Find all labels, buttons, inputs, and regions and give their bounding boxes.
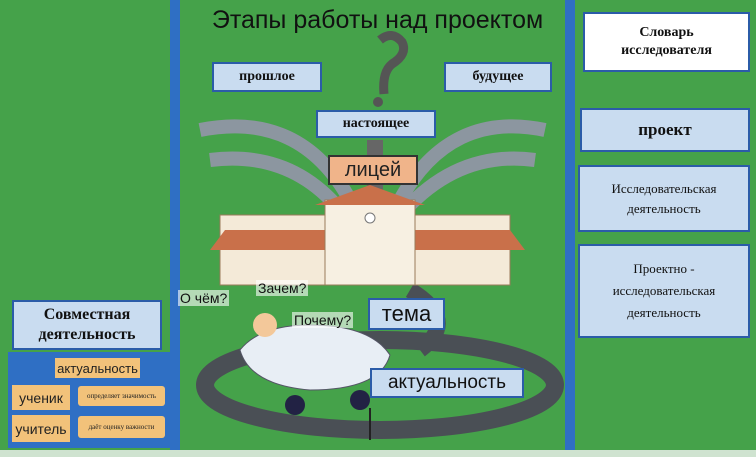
left-relevance: актуальность (55, 358, 140, 378)
dictionary-heading: Словарь исследователя (583, 12, 750, 72)
label-lyceum: лицей (328, 155, 418, 185)
label-topic: тема (368, 298, 445, 330)
label-present: настоящее (316, 110, 436, 138)
question-why: Зачем? (256, 280, 309, 296)
teacher-label: учитель (12, 415, 70, 442)
joint-activity-heading: Совместная деятельность (12, 300, 162, 350)
student-role: определяет значимость (78, 386, 165, 406)
question-whyfor: Почему? (292, 312, 354, 328)
label-future: будущее (444, 62, 552, 92)
right-divider (565, 0, 575, 457)
question-what: О чём? (178, 290, 230, 306)
term-project: проект (580, 108, 750, 152)
bottom-edge (0, 450, 756, 457)
left-divider (170, 0, 180, 457)
label-past: прошлое (212, 62, 322, 92)
label-relevance: актуальность (370, 368, 524, 398)
teacher-role: даёт оценку важности (78, 416, 165, 438)
page-title: Этапы работы над проектом (211, 6, 544, 34)
term-project-research: Проектно - исследовательская деятельност… (578, 244, 750, 338)
student-label: ученик (12, 385, 70, 410)
term-research: Исследовательская деятельность (578, 165, 750, 232)
